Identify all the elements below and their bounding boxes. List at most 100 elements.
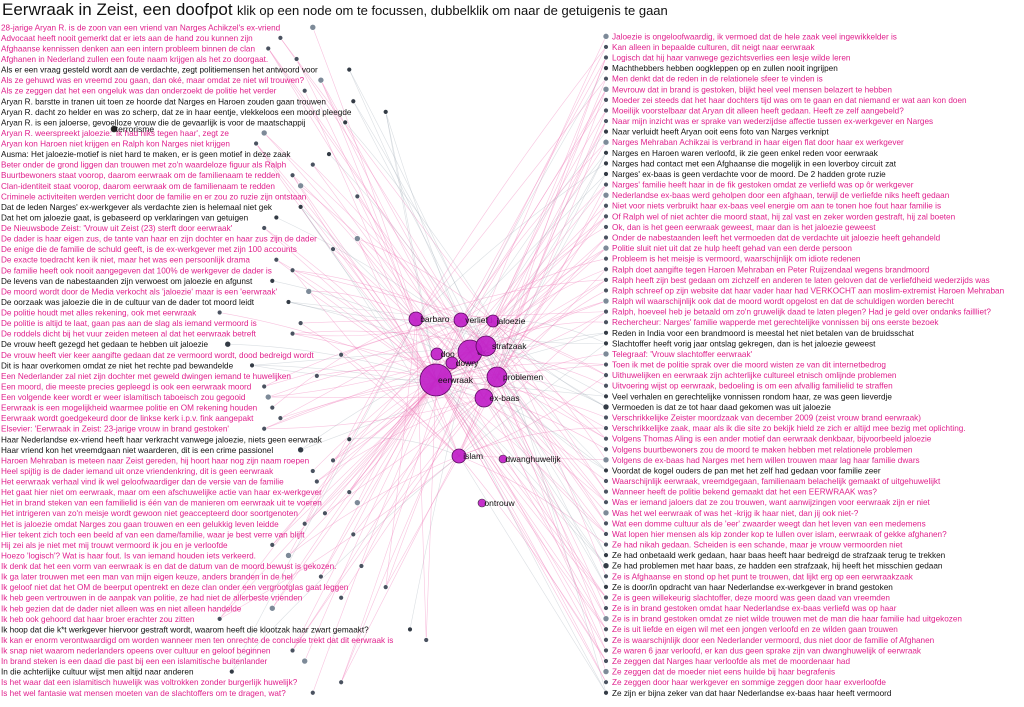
- right-statement-label[interactable]: Mevrouw dat in brand is gestoken, blijkt…: [612, 85, 892, 94]
- hub-label[interactable]: dwanghuwelijk: [505, 454, 561, 464]
- hub-label[interactable]: eerwraak: [438, 375, 474, 385]
- right-statement-label[interactable]: Politie sluit niet uit dat ze hulp heeft…: [612, 244, 852, 253]
- right-statement-node[interactable]: [603, 552, 609, 558]
- right-statement-node[interactable]: [603, 446, 609, 452]
- right-statement-label[interactable]: Ze is in brand gestoken omdat ze niet wi…: [612, 615, 962, 624]
- right-statement-label[interactable]: Verschrikkelijke zaak, maar als ik die s…: [612, 424, 966, 433]
- right-statement-node[interactable]: [603, 383, 609, 389]
- left-statement-node[interactable]: [354, 499, 361, 506]
- right-statement-label[interactable]: Ralph, hoeveel heb je betaald om zo'n gr…: [612, 308, 991, 317]
- left-statement-label[interactable]: Als ze gehuwd was en vreemd zou gaan, da…: [1, 76, 305, 85]
- right-statement-node[interactable]: [603, 531, 609, 537]
- right-statement-node[interactable]: [603, 181, 609, 188]
- left-statement-label[interactable]: Criminele activiteiten werden verricht d…: [1, 192, 307, 201]
- hub-label[interactable]: jaloezie: [496, 316, 526, 326]
- right-statement-node[interactable]: [603, 499, 609, 505]
- hub-node-doo[interactable]: [430, 347, 444, 361]
- right-statement-node[interactable]: [603, 76, 609, 82]
- right-statement-label[interactable]: Naar verluidt heeft Aryan ooit eens foto…: [612, 128, 829, 137]
- right-statement-node[interactable]: [603, 54, 609, 61]
- right-statement-label[interactable]: Niet voor niets verbruikt haar ex-baas v…: [612, 202, 941, 211]
- right-statement-label[interactable]: Rechercheur: Narges' familie wapperde me…: [612, 318, 939, 327]
- hub-label[interactable]: strafzaak: [492, 341, 527, 351]
- right-statement-node[interactable]: [603, 65, 609, 71]
- left-statement-node[interactable]: [277, 35, 284, 41]
- right-statement-node[interactable]: [602, 138, 610, 146]
- left-statement-label[interactable]: Buurtbewoners staat voorop, daarom eerwr…: [1, 171, 280, 180]
- hub-label[interactable]: islam: [463, 451, 483, 461]
- left-statement-node[interactable]: [269, 542, 275, 548]
- right-statement-label[interactable]: Vermoeden is dat ze tot haar daad gekome…: [612, 403, 831, 412]
- hub-node-strafzaak[interactable]: [475, 335, 497, 357]
- left-statement-node[interactable]: [338, 352, 344, 358]
- right-statement-node[interactable]: [603, 573, 609, 580]
- right-statement-node[interactable]: [603, 340, 609, 347]
- left-statement-label[interactable]: Aryan R. weerspreekt jaloezie: 'Ik had n…: [1, 129, 229, 138]
- right-statement-node[interactable]: [603, 97, 609, 103]
- right-statement-label[interactable]: Wanneer heeft de politie bekend gemaakt …: [612, 488, 877, 497]
- left-statement-node[interactable]: [273, 257, 280, 263]
- hub-label[interactable]: dowry: [456, 358, 479, 368]
- left-statement-node[interactable]: [229, 668, 235, 675]
- left-statement-node[interactable]: [216, 616, 223, 622]
- right-statement-label[interactable]: Onder de nabestaanden leeft het vermoede…: [612, 234, 941, 243]
- right-statement-label[interactable]: Narges en Haroen waren verloofd, ik zie …: [612, 149, 879, 158]
- left-statement-node[interactable]: [216, 309, 223, 316]
- right-statement-node[interactable]: [603, 287, 609, 294]
- right-statement-node[interactable]: [603, 626, 609, 632]
- right-statement-node[interactable]: [603, 160, 609, 167]
- left-statement-node[interactable]: [277, 415, 284, 421]
- left-statement-label[interactable]: Is het waar dat een islamitisch huwelijk…: [1, 678, 298, 687]
- right-statement-label[interactable]: Ralph schreef op zijn website dat haar v…: [612, 286, 1005, 295]
- left-statement-label[interactable]: Eerwraak is een mogelijkheid waarmee pol…: [1, 404, 258, 413]
- left-statement-node[interactable]: [269, 404, 275, 411]
- right-statement-node[interactable]: [603, 393, 609, 400]
- left-statement-label[interactable]: Ik hoop dat die k*t werkgever hiervoor g…: [1, 625, 369, 634]
- left-statement-label[interactable]: Hier tekent zich toch een beeld af van e…: [1, 530, 305, 539]
- left-statement-label[interactable]: De moord wordt door de Media verkocht al…: [1, 287, 278, 296]
- left-statement-label[interactable]: Het gaat hier niet om eerwraak, maar om …: [1, 488, 322, 497]
- left-statement-node[interactable]: [318, 573, 324, 580]
- right-statement-node[interactable]: [603, 520, 609, 527]
- right-statement-node[interactable]: [602, 509, 610, 517]
- hub-node-ontrouw[interactable]: [477, 498, 487, 508]
- right-statement-label[interactable]: Wat een domme cultuur als de 'eer' zwaar…: [612, 519, 926, 528]
- right-statement-node[interactable]: [602, 562, 610, 570]
- hub-label[interactable]: problemen: [503, 372, 543, 382]
- right-statement-label[interactable]: Voordat de kogel ouders de pan met het z…: [612, 466, 881, 475]
- left-statement-node[interactable]: [354, 235, 361, 242]
- left-statement-label[interactable]: Haroen Mehraban is meteen naar Zeist ger…: [1, 456, 310, 465]
- right-statement-label[interactable]: Ze is uit liefde en eigen wil met een jo…: [612, 625, 898, 634]
- left-statement-label[interactable]: De politie houdt met alles rekening, ook…: [1, 309, 197, 318]
- right-statement-label[interactable]: Verschrikkelijke Zeister moordzaak van d…: [612, 413, 921, 422]
- left-statement-label[interactable]: Clan-identiteit staat voorop, daarom eer…: [1, 182, 275, 191]
- right-statement-label[interactable]: Ze had onbetaald werk gedaan, haar baas …: [612, 551, 946, 560]
- hub-label[interactable]: ex-baas: [489, 393, 519, 403]
- right-statement-label[interactable]: Volgens buurtbewoners zou de moord te ma…: [612, 445, 913, 454]
- left-statement-label[interactable]: Een moord, die meeste precies gepleegd i…: [1, 382, 252, 391]
- right-statement-label[interactable]: Ze zijn er bijna zeker van dat haar Nede…: [612, 689, 892, 698]
- left-statement-label[interactable]: De familie heeft ook nooit aangegeven da…: [1, 266, 272, 275]
- left-statement-node[interactable]: [285, 299, 292, 305]
- left-statement-node[interactable]: [423, 637, 429, 643]
- left-statement-node[interactable]: [305, 288, 313, 295]
- right-statement-node[interactable]: [602, 456, 610, 464]
- left-statement-label[interactable]: Het is jaloezie omdat Narges zou gaan tr…: [1, 520, 279, 529]
- left-statement-node[interactable]: [358, 563, 365, 569]
- hub-node-jaloezie[interactable]: [486, 314, 500, 328]
- right-statement-label[interactable]: Ze had problemen met haar baas, ze hadde…: [612, 562, 943, 571]
- right-statement-label[interactable]: Slachtoffer heeft vorig jaar ontslag gek…: [612, 339, 876, 348]
- right-statement-label[interactable]: Wat lopen hier mensen als kip zonder kop…: [612, 530, 947, 539]
- right-statement-label[interactable]: Nederlandse ex-baas werd geholpen door e…: [612, 191, 950, 200]
- left-statement-label[interactable]: Het in brand steken van een familielid i…: [1, 499, 322, 508]
- right-statement-label[interactable]: Moeilijk voorstelbaar dat Aryan dit alle…: [612, 106, 904, 115]
- left-statement-node[interactable]: [338, 679, 344, 685]
- right-statement-label[interactable]: Kan alleen in bepaalde culturen, dit nei…: [612, 43, 815, 52]
- left-statement-label[interactable]: Ik denk dat het een vorm van eerwraak is…: [1, 562, 336, 571]
- left-statement-node[interactable]: [301, 657, 309, 665]
- left-statement-label[interactable]: Ik snap niet waarom nederlanders opeens …: [1, 647, 271, 656]
- right-statement-label[interactable]: Narges' familie heeft haar in de fik ges…: [612, 181, 914, 190]
- left-statement-label[interactable]: De politie is altijd te laat, gaan pas a…: [1, 319, 257, 328]
- left-statement-node[interactable]: [297, 320, 304, 326]
